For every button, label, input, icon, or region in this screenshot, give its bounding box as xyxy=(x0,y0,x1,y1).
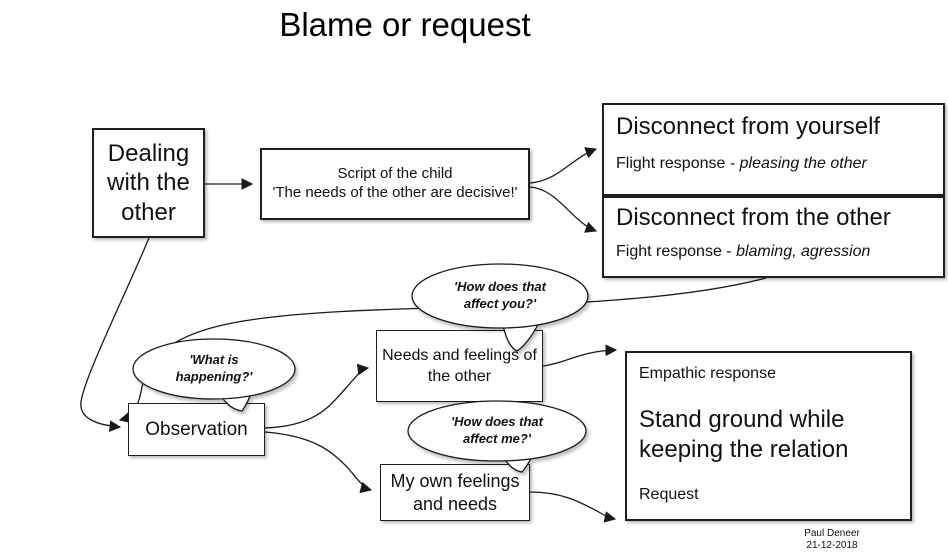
node-disconnect-from-yourself: Disconnect from yourself Flight response… xyxy=(602,103,945,196)
speech-bubble-affect-me xyxy=(407,400,587,473)
node-dealing-with-the-other: Dealing with the other xyxy=(92,128,205,238)
response-top-label: Empathic response xyxy=(639,365,776,382)
node-script-of-the-child: Script of the child 'The needs of the ot… xyxy=(260,148,530,220)
edge-script-to-disconnect-other xyxy=(529,186,598,233)
author-date: 21-12-2018 xyxy=(806,540,858,551)
edge-myown-to-response xyxy=(529,491,617,523)
edge-needs-to-response xyxy=(542,344,618,367)
node-empathic-response: Empathic response Stand ground while kee… xyxy=(625,351,912,521)
script-line2: 'The needs of the other are decisive!' xyxy=(272,184,518,201)
disconnect-yourself-subtext: Flight response - pleasing the other xyxy=(616,155,867,172)
node-needs-and-feelings-of-the-other: Needs and feelings of the other xyxy=(376,330,543,402)
edge-observation-to-needs xyxy=(264,363,370,429)
node-label: My own feelings and needs xyxy=(390,471,520,514)
edge-observation-to-myown xyxy=(264,431,373,494)
node-label: Dealing with the other xyxy=(107,140,190,226)
response-main-label: Stand ground while keeping the relation xyxy=(639,406,849,464)
edge-script-to-disconnect-yourself xyxy=(529,147,598,184)
node-disconnect-from-the-other: Disconnect from the other Fight response… xyxy=(602,196,945,278)
page-title: Blame or request xyxy=(279,6,531,43)
bubble-text-affect-me: 'How does that affect me?' xyxy=(451,414,543,446)
edge-dealing-to-observation xyxy=(80,237,150,432)
bubble-text-affect-you: 'How does that affect you?' xyxy=(454,279,546,311)
disconnect-other-subtext: Fight response - blaming, agression xyxy=(616,243,871,260)
script-line1: Script of the child xyxy=(337,165,453,183)
bubble-text-what-happening: 'What is happening?' xyxy=(175,352,253,384)
response-bottom-label: Request xyxy=(639,485,699,503)
node-my-own-feelings-and-needs: My own feelings and needs xyxy=(380,464,530,521)
author-name: Paul Deneer xyxy=(804,528,860,539)
node-observation: Observation xyxy=(128,403,265,456)
node-label: Observation xyxy=(145,418,248,440)
disconnect-other-heading: Disconnect from the other xyxy=(616,204,891,231)
author-credit: Paul Deneer 21-12-2018 xyxy=(768,528,896,552)
disconnect-yourself-heading: Disconnect from yourself xyxy=(616,113,881,140)
node-label: Needs and feelings of the other xyxy=(382,346,537,385)
speech-bubble-what-happening xyxy=(132,338,296,412)
